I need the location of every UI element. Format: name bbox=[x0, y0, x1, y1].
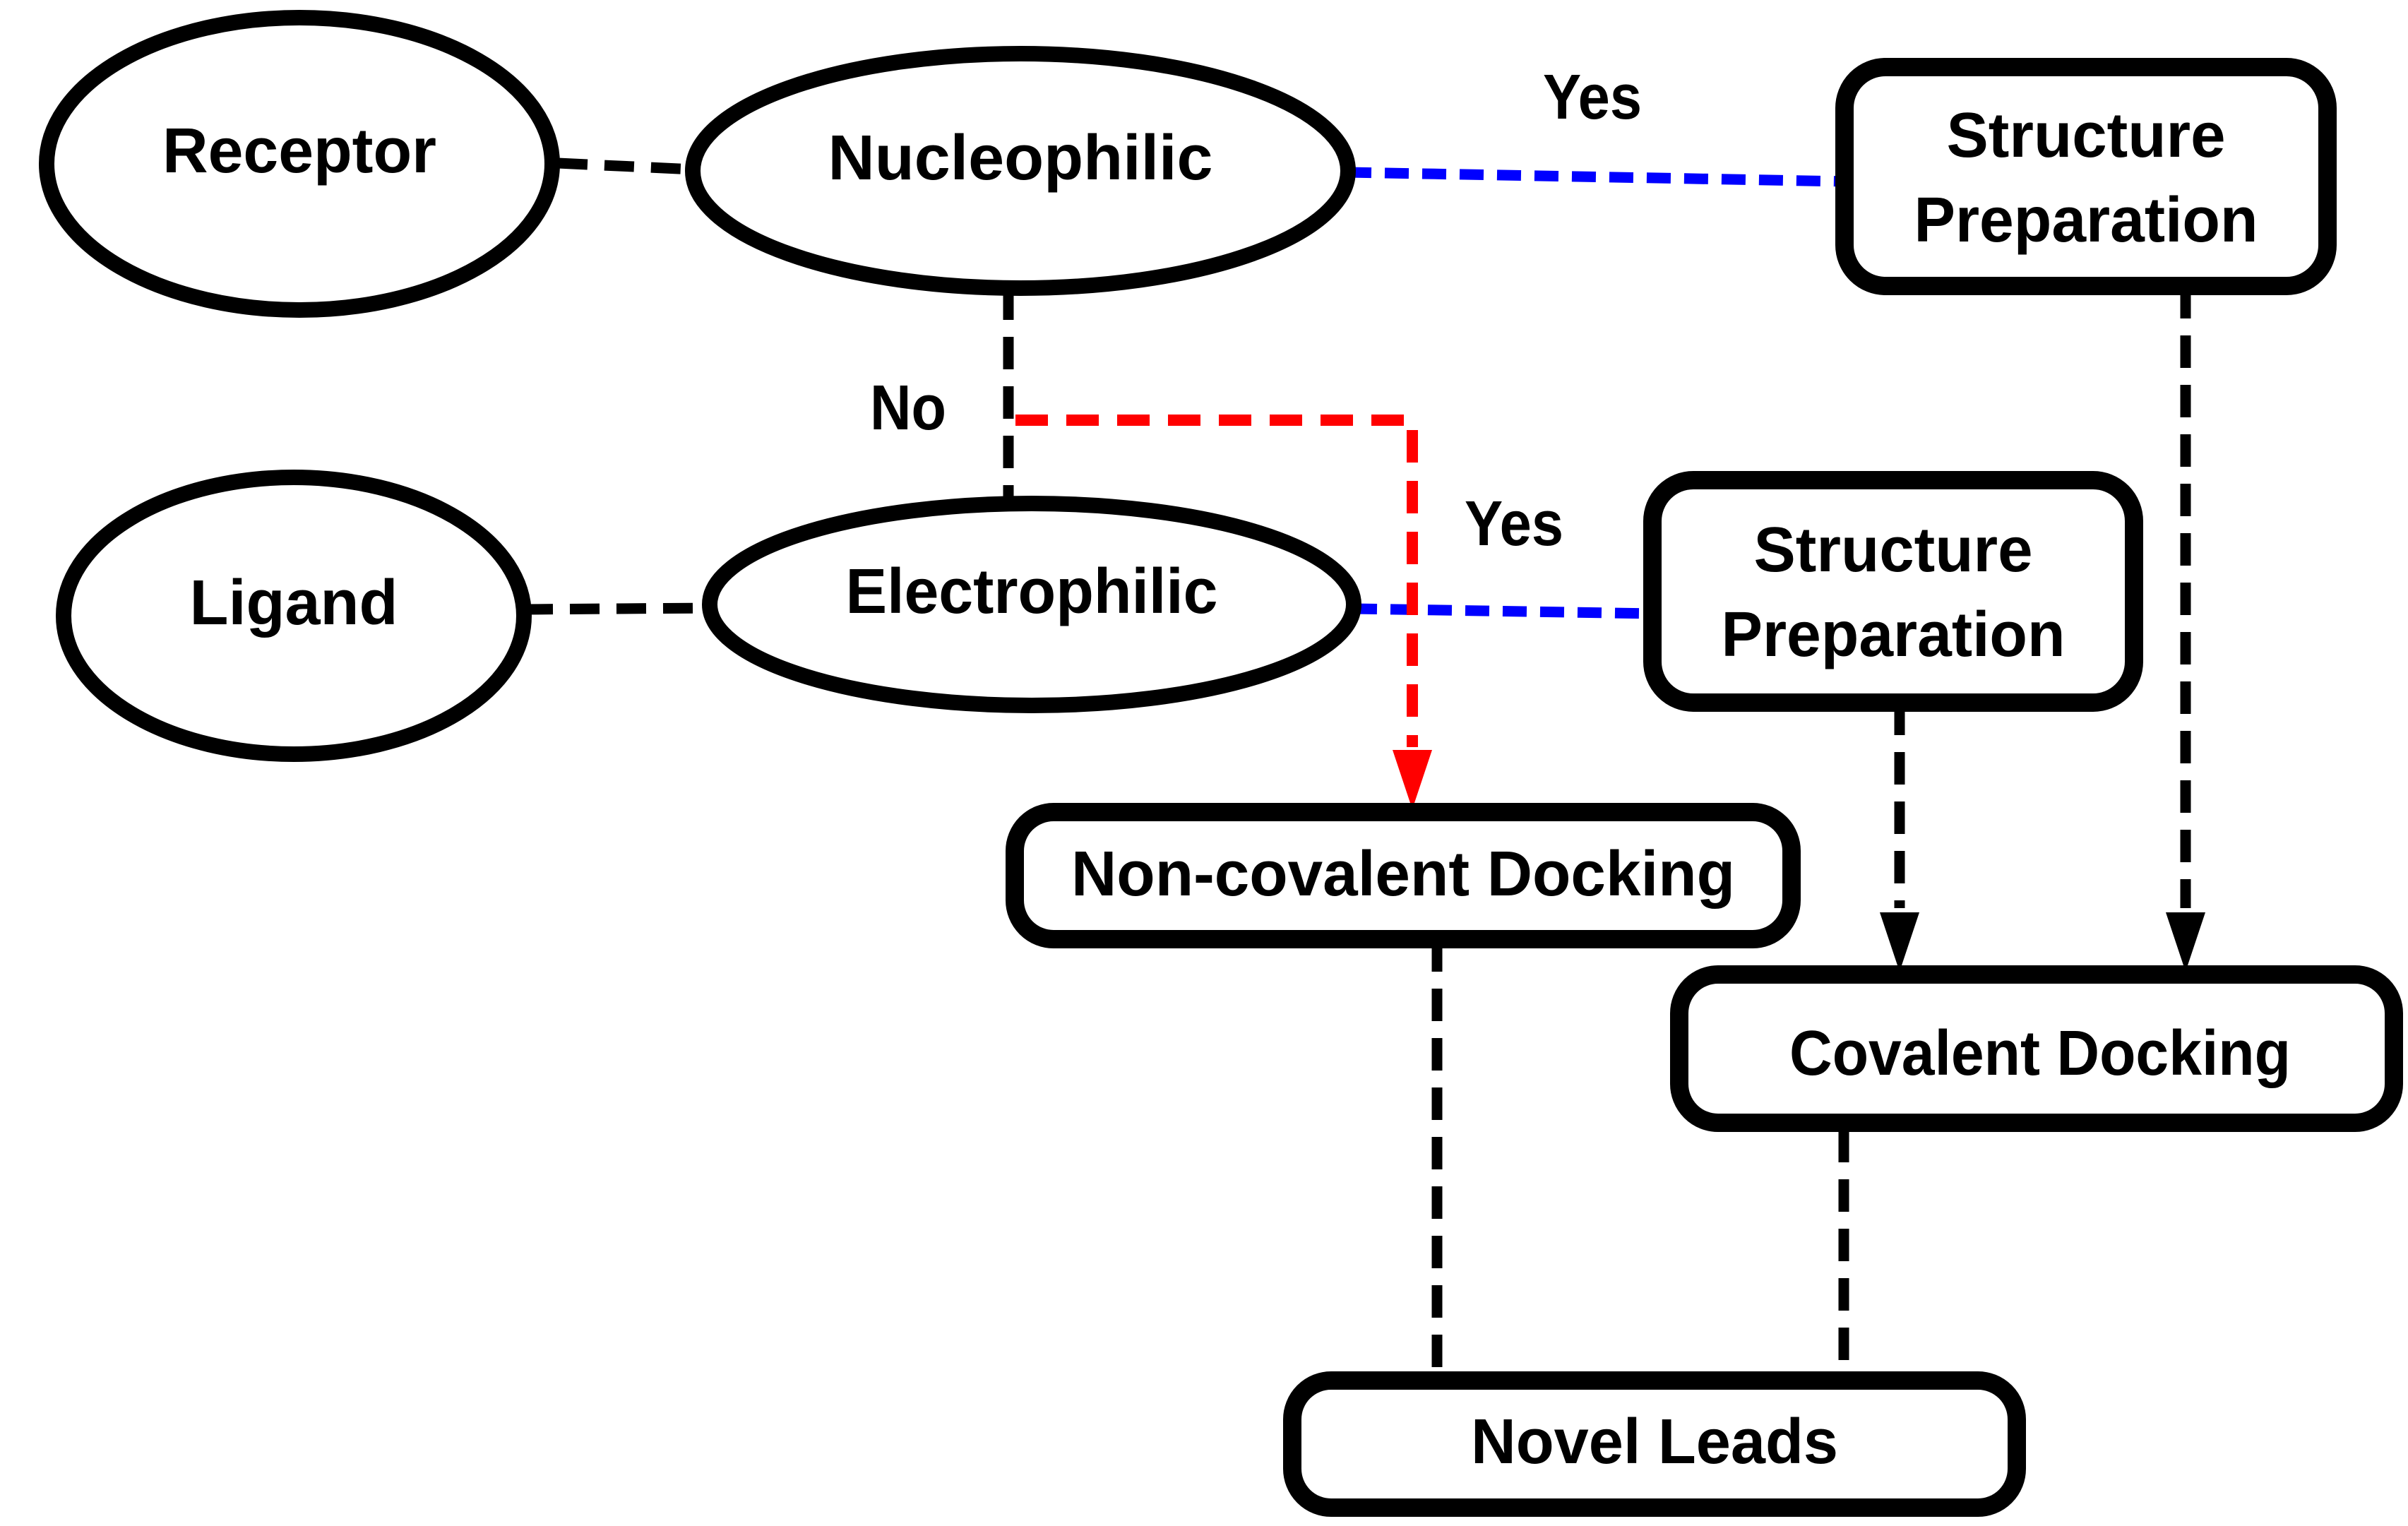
nucleophilic-ellipse bbox=[685, 46, 1356, 296]
black-arrowhead-covalent-docking-left bbox=[1880, 912, 1919, 972]
black-arrowhead-covalent-docking-right bbox=[2166, 912, 2205, 972]
edge-label-no: No bbox=[870, 373, 946, 443]
nucleophilic-label: Nucleophilic bbox=[828, 123, 1213, 193]
edge-label-yes-mid: Yes bbox=[1465, 489, 1563, 559]
covalent-docking-box bbox=[1670, 965, 2403, 1132]
node-ligand: Ligand bbox=[56, 470, 532, 762]
node-novel-leads: Novel Leads bbox=[1283, 1371, 2026, 1517]
electrophilic-ellipse bbox=[702, 496, 1361, 713]
electrophilic-label: Electrophilic bbox=[846, 556, 1218, 627]
node-covalent-docking: Covalent Docking bbox=[1670, 965, 2403, 1132]
node-structure-preparation-top: Structure Preparation bbox=[1835, 58, 2337, 295]
edge-yes-electrophilic-structure-prep bbox=[1352, 603, 1655, 619]
node-structure-preparation-mid: Structure Preparation bbox=[1643, 471, 2143, 712]
receptor-ellipse bbox=[39, 10, 560, 318]
structure-preparation-top-box bbox=[1835, 58, 2337, 295]
structure-preparation-mid-label-line2: Preparation bbox=[1722, 600, 2066, 670]
edge-ligand-electrophilic bbox=[523, 602, 711, 615]
edge-no-nucleophilic-noncovalent bbox=[1015, 415, 1418, 747]
node-nucleophilic: Nucleophilic bbox=[685, 46, 1356, 296]
red-arrowhead-noncovalent-docking bbox=[1393, 750, 1432, 809]
node-non-covalent-docking: Non-covalent Docking bbox=[1006, 803, 1801, 948]
covalent-docking-label: Covalent Docking bbox=[1789, 1018, 2291, 1089]
structure-preparation-mid-box bbox=[1643, 471, 2143, 712]
ligand-ellipse bbox=[56, 470, 532, 762]
ligand-label: Ligand bbox=[190, 568, 398, 638]
edge-receptor-nucleophilic bbox=[557, 157, 695, 175]
non-covalent-docking-box bbox=[1006, 803, 1801, 948]
node-receptor: Receptor bbox=[39, 10, 560, 318]
edge-yes-nucleophilic-structure-prep bbox=[1347, 167, 1847, 187]
node-electrophilic: Electrophilic bbox=[702, 496, 1361, 713]
edge-label-yes-top: Yes bbox=[1543, 62, 1642, 133]
receptor-label: Receptor bbox=[162, 116, 436, 186]
structure-preparation-mid-label-line1: Structure bbox=[1754, 515, 2033, 585]
novel-leads-label: Novel Leads bbox=[1471, 1407, 1838, 1477]
structure-preparation-top-label-line2: Preparation bbox=[1914, 185, 2258, 256]
structure-preparation-top-label-line1: Structure bbox=[1947, 100, 2226, 171]
non-covalent-docking-label: Non-covalent Docking bbox=[1071, 839, 1735, 910]
novel-leads-box bbox=[1283, 1371, 2026, 1517]
